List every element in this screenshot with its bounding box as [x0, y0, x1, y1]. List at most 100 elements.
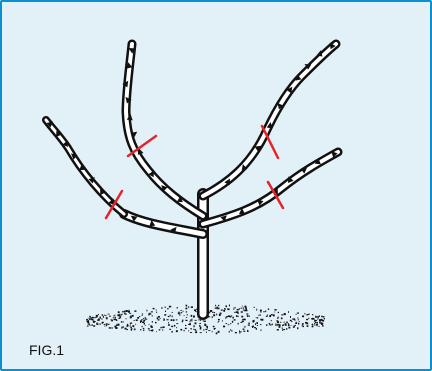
soil-speck — [234, 308, 235, 309]
soil-speck — [216, 332, 218, 334]
soil-speck — [229, 331, 230, 333]
soil-speck — [269, 315, 271, 317]
soil-speck — [199, 323, 201, 324]
soil-speck — [278, 312, 279, 313]
soil-speck — [96, 315, 98, 317]
soil-speck — [282, 325, 283, 326]
soil-speck — [317, 325, 318, 327]
soil-speck — [266, 316, 268, 317]
soil-speck — [136, 319, 138, 321]
soil-speck — [213, 326, 215, 327]
soil-speck — [224, 308, 225, 309]
soil-speck — [92, 319, 94, 320]
soil-speck — [195, 332, 197, 333]
soil-speck — [169, 306, 171, 307]
soil-speck — [279, 326, 281, 328]
soil-speck — [185, 328, 187, 329]
soil-speck — [213, 314, 215, 316]
soil-speck — [249, 316, 250, 317]
soil-speck — [219, 314, 221, 316]
soil-speck — [87, 320, 89, 321]
soil-speck — [272, 324, 273, 326]
soil-speck — [275, 324, 276, 326]
soil-speck — [180, 310, 181, 311]
soil-speck — [311, 318, 312, 319]
soil-speck — [129, 313, 131, 314]
soil-speck — [302, 316, 304, 318]
soil-speck — [116, 320, 118, 321]
soil-speck — [239, 332, 240, 334]
soil-speck — [180, 329, 182, 331]
soil-speck — [111, 328, 113, 329]
soil-speck — [149, 324, 150, 325]
soil-speck — [282, 328, 283, 329]
soil-speck — [130, 317, 132, 319]
soil-speck — [269, 324, 270, 325]
soil-speck — [259, 315, 260, 316]
soil-speck — [317, 319, 318, 320]
soil-speck — [321, 316, 322, 318]
soil-speck — [204, 323, 205, 324]
branch-right-upper — [203, 44, 336, 196]
soil-speck — [177, 307, 179, 308]
soil-speck — [200, 332, 202, 333]
soil-speck — [88, 318, 89, 319]
soil-speck — [169, 329, 171, 330]
soil-speck — [161, 308, 163, 309]
soil-speck — [164, 314, 166, 315]
soil-speck — [190, 321, 191, 323]
soil-speck — [165, 311, 166, 312]
soil-speck — [191, 306, 193, 308]
soil-speck — [260, 310, 262, 312]
soil-speck — [89, 318, 90, 319]
soil-speck — [308, 314, 309, 315]
soil-speck — [308, 318, 309, 319]
soil-speck — [243, 331, 245, 332]
soil-speck — [227, 308, 228, 310]
soil-speck — [176, 327, 177, 328]
soil-speck — [160, 327, 161, 328]
soil-speck — [172, 312, 173, 313]
soil-speck — [261, 319, 263, 321]
soil-speck — [186, 311, 187, 312]
soil-speck — [295, 323, 297, 324]
soil-speck — [113, 317, 114, 318]
soil-speck — [123, 326, 124, 327]
soil-speck — [314, 325, 315, 326]
soil-speck — [127, 324, 128, 326]
soil-speck — [145, 317, 146, 319]
soil-speck — [93, 325, 95, 326]
soil-speck — [156, 331, 157, 332]
soil-speck — [268, 309, 269, 310]
soil-speck — [290, 320, 292, 321]
soil-speck — [215, 305, 216, 307]
soil-speck — [190, 328, 191, 329]
soil-speck — [240, 322, 242, 323]
soil-speck — [243, 308, 245, 309]
soil-speck — [140, 329, 141, 330]
soil-speck — [143, 328, 145, 329]
soil-speck — [233, 309, 234, 310]
soil-speck — [153, 308, 155, 309]
soil-speck — [142, 322, 144, 323]
soil-speck — [130, 325, 131, 326]
soil-speck — [215, 308, 217, 309]
soil-speck — [151, 326, 153, 328]
soil-speck — [203, 320, 204, 321]
soil-speck — [284, 322, 285, 324]
soil-speck — [216, 314, 217, 316]
soil-speck — [181, 312, 183, 313]
soil-speck — [255, 323, 256, 325]
soil-speck — [286, 328, 287, 329]
soil-speck — [230, 329, 231, 330]
soil-speck — [210, 310, 212, 312]
soil-speck — [141, 319, 143, 320]
soil-speck — [266, 324, 267, 326]
soil-speck — [248, 323, 249, 325]
soil-speck — [150, 330, 151, 331]
soil-speck — [253, 320, 255, 322]
soil-speck — [105, 315, 106, 316]
soil-speck — [125, 314, 127, 315]
soil-speck — [119, 314, 120, 315]
